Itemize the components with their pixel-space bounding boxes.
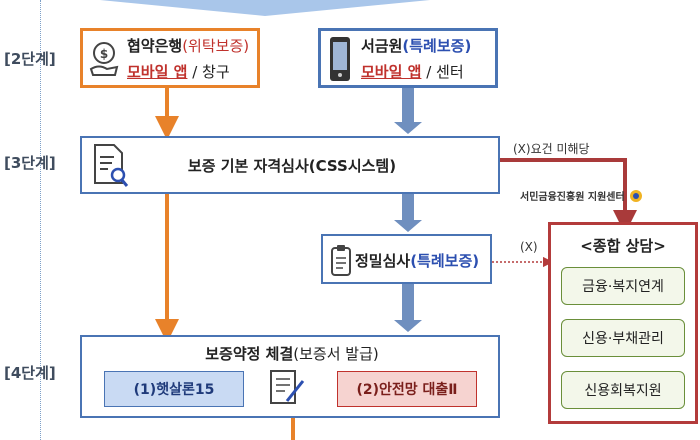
fund-box-title: 서금원(특례보증) [361,35,471,56]
contract-title-paren: (보증서 발급) [293,345,379,363]
consult-item-credit-recovery: 신용회복지원 [561,371,685,409]
fund-center-label: / 센터 [421,63,464,81]
svg-text:$: $ [100,47,108,61]
mobile-phone-icon [330,37,350,81]
product-sunshine-loan: (1)햇살론15 [104,371,244,407]
detailed-label-text: 정밀심사 [355,252,411,270]
consult-item-credit-debt: 신용·부채관리 [561,319,685,357]
not-eligible-note: (X) [520,240,538,254]
bank-channel-box: $ 협약은행(위탁보증) 모바일 앱 / 창구 [80,28,260,88]
contract-document-icon [270,370,305,404]
comprehensive-consult-panel: <종합 상담> 금융·복지연계 신용·부채관리 신용회복지원 [548,222,698,424]
bank-box-channels: 모바일 앱 / 창구 [127,61,230,82]
document-search-icon [94,144,129,187]
agency-logo: 서민금융진흥원 지원센터 [520,188,643,203]
detailed-screening-box: 정밀심사(특례보증) [321,234,492,284]
consult-title: <종합 상담> [580,237,666,255]
fund-title-paren: (특례보증) [402,37,472,55]
fund-channel-box: 서금원(특례보증) 모바일 앱 / 센터 [318,28,498,88]
detailed-screening-label: 정밀심사(특례보증) [355,250,479,271]
fund-mobile-app-label: 모바일 앱 [361,63,422,81]
agency-logo-text: 서민금융진흥원 지원센터 [520,192,625,203]
detailed-label-paren: (특례보증) [410,252,480,270]
top-banner-arrow [100,0,430,16]
agency-emblem-icon [629,189,642,202]
basic-screening-label: 보증 기본 자격심사(CSS시스템) [187,157,397,175]
bank-counter-label: / 창구 [187,63,230,81]
clipboard-icon [331,245,351,276]
bank-title-paren: (위탁보증) [182,37,250,55]
basic-screening-box: 보증 기본 자격심사(CSS시스템) [80,136,500,194]
stage-2-label: [2단계] [4,50,56,68]
stage-4-label: [4단계] [4,364,56,382]
contract-title-text: 보증약정 체결 [205,345,294,363]
fund-title-text: 서금원 [361,37,403,55]
consult-item-finance-welfare: 금융·복지연계 [561,267,685,305]
product-safety-net-loan: (2)안전망 대출Ⅱ [337,371,477,407]
contract-title: 보증약정 체결(보증서 발급) [82,343,502,364]
requirement-not-met-note: (X)요건 미해당 [513,142,590,156]
stage-3-label: [3단계] [4,154,56,172]
fund-box-channels: 모바일 앱 / 센터 [361,61,464,82]
stage-guide-line [40,0,41,440]
guarantee-contract-box: 보증약정 체결(보증서 발급) (1)햇살론15 (2)안전망 대출Ⅱ [80,335,500,418]
bank-mobile-app-label: 모바일 앱 [127,63,188,81]
bank-box-title: 협약은행(위탁보증) [127,35,249,56]
bank-title-text: 협약은행 [127,37,183,55]
coin-hand-icon: $ [89,42,119,76]
